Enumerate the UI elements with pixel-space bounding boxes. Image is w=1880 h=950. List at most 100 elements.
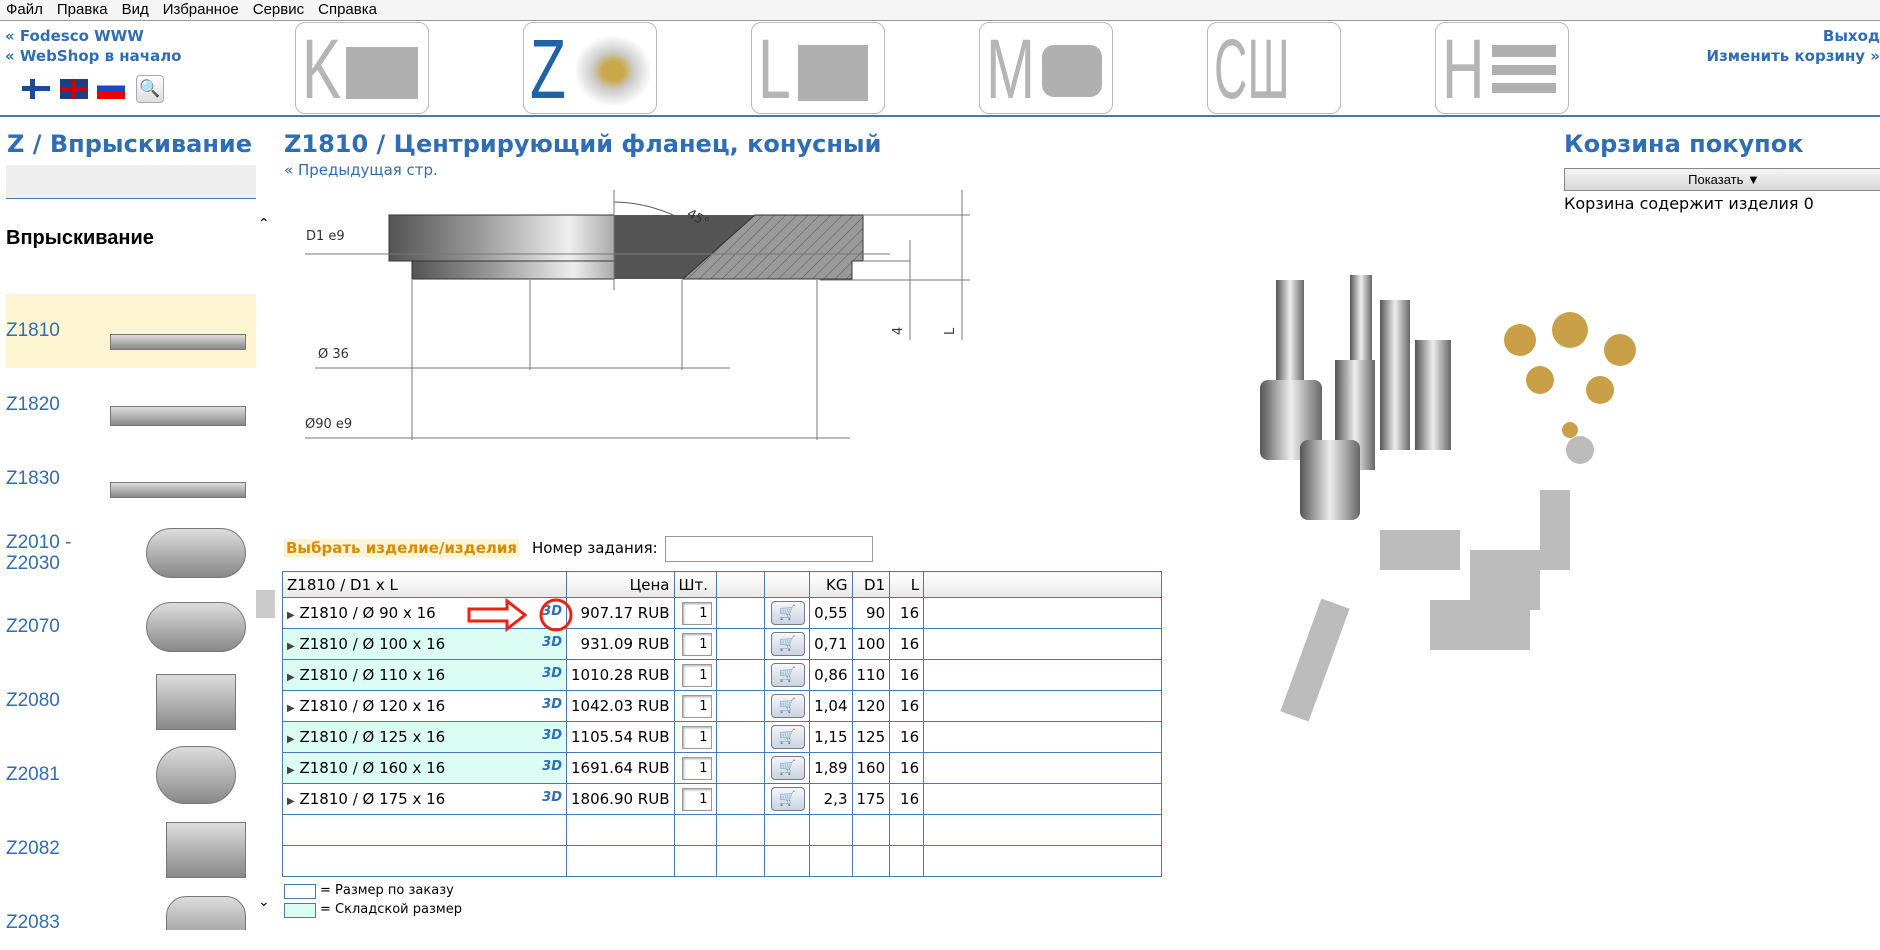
- sidebar-item-z2070[interactable]: Z2070: [6, 590, 256, 664]
- 3d-model-link[interactable]: 3D: [542, 790, 562, 805]
- row-d1: 110: [851, 659, 891, 691]
- add-to-cart-icon[interactable]: 🛒: [770, 601, 805, 625]
- rest-cell: [923, 690, 1162, 722]
- expand-triangle-icon[interactable]: ▶: [287, 734, 295, 745]
- expand-triangle-icon[interactable]: ▶: [287, 703, 295, 714]
- 3d-model-link[interactable]: 3D: [542, 728, 562, 743]
- menu-favorites[interactable]: Избранное: [162, 1, 239, 18]
- expand-triangle-icon[interactable]: ▶: [287, 610, 295, 621]
- category-m-tile[interactable]: M: [979, 22, 1113, 114]
- rest-cell: [923, 597, 1162, 629]
- fodesco-www-link[interactable]: « Fodesco WWW: [5, 27, 144, 45]
- row-name: Z1810 / Ø 160 x 16: [299, 759, 446, 777]
- add-to-cart-icon[interactable]: 🛒: [770, 756, 805, 780]
- category-letter: L: [758, 22, 791, 114]
- sidebar-title: Z / Впрыскивание: [7, 130, 253, 158]
- row-name: Z1810 / Ø 175 x 16: [299, 790, 446, 808]
- previous-page-link[interactable]: « Предыдущая стр.: [284, 161, 438, 179]
- row-name: Z1810 / Ø 120 x 16: [299, 697, 446, 715]
- search-icon[interactable]: 🔍: [136, 75, 164, 103]
- quantity-input[interactable]: 1: [681, 725, 712, 749]
- expand-triangle-icon[interactable]: ▶: [287, 641, 295, 652]
- sidebar-item-z2081[interactable]: Z2081: [6, 738, 256, 812]
- quantity-input[interactable]: 1: [681, 601, 712, 625]
- category-ssh-tile[interactable]: СШ: [1207, 22, 1341, 114]
- menu-help[interactable]: Справка: [318, 1, 377, 18]
- cart-title: Корзина покупок: [1564, 130, 1804, 158]
- add-to-cart-icon[interactable]: 🛒: [770, 787, 805, 811]
- change-cart-link[interactable]: Изменить корзину »: [1706, 47, 1880, 65]
- category-letter: M: [986, 22, 1035, 114]
- category-l-tile[interactable]: L: [751, 22, 885, 114]
- 3d-model-link[interactable]: 3D: [542, 604, 562, 619]
- scroll-down-icon[interactable]: ⌄: [258, 894, 270, 910]
- uk-flag-icon[interactable]: [60, 79, 88, 99]
- cart-cell: 🛒: [763, 721, 810, 753]
- logout-link[interactable]: Выход: [1822, 27, 1880, 45]
- expand-triangle-icon[interactable]: ▶: [287, 765, 295, 776]
- add-to-cart-icon[interactable]: 🛒: [770, 725, 805, 749]
- add-to-cart-icon[interactable]: 🛒: [770, 663, 805, 687]
- row-price: 931.09 RUB: [566, 628, 675, 660]
- menu-file[interactable]: Файл: [6, 1, 43, 18]
- sidebar-item-z2082[interactable]: Z2082: [6, 812, 256, 886]
- menu-view[interactable]: Вид: [121, 1, 149, 18]
- scroll-up-icon[interactable]: ⌃: [258, 216, 270, 232]
- expand-triangle-icon[interactable]: ▶: [287, 796, 295, 807]
- menu-edit[interactable]: Правка: [56, 1, 108, 18]
- show-cart-button[interactable]: Показать ▼: [1564, 168, 1880, 191]
- category-h-tile[interactable]: H: [1435, 22, 1569, 114]
- rest-cell: [923, 659, 1162, 691]
- sidebar-item-z2080[interactable]: Z2080: [6, 664, 256, 738]
- finnish-flag-icon[interactable]: [22, 79, 50, 99]
- webshop-home-link[interactable]: « WebShop в начало: [5, 47, 182, 65]
- qty-cell: 1: [673, 628, 717, 660]
- item-code: Z1820: [6, 394, 60, 415]
- menu-tools[interactable]: Сервис: [252, 1, 305, 18]
- row-name-cell[interactable]: ▶ Z1810 / Ø 120 x 16 3D: [282, 690, 567, 722]
- sidebar-item-z1820[interactable]: Z1820: [6, 368, 256, 442]
- 3d-model-link[interactable]: 3D: [542, 635, 562, 650]
- add-to-cart-icon[interactable]: 🛒: [770, 694, 805, 718]
- quantity-input[interactable]: 1: [681, 756, 712, 780]
- 3d-model-link[interactable]: 3D: [542, 697, 562, 712]
- product-title: Z1810 / Центрирующий фланец, конусный: [284, 130, 882, 158]
- category-letter: H: [1442, 22, 1485, 114]
- item-code: Z2010 - Z2030: [6, 532, 72, 574]
- 3d-model-link[interactable]: 3D: [542, 759, 562, 774]
- row-price: 1010.28 RUB: [566, 659, 675, 691]
- category-z-tile[interactable]: Z: [523, 22, 657, 114]
- sidebar-item-z2083[interactable]: Z2083: [6, 886, 256, 930]
- row-kg: 1,04: [808, 690, 853, 722]
- category-k-tile[interactable]: K: [295, 22, 429, 114]
- quantity-input[interactable]: 1: [681, 787, 712, 811]
- expand-triangle-icon[interactable]: ▶: [287, 672, 295, 683]
- item-code: Z1810: [6, 320, 60, 341]
- row-name-cell[interactable]: ▶ Z1810 / Ø 160 x 16 3D: [282, 752, 567, 784]
- scrollbar-thumb[interactable]: [256, 590, 275, 618]
- quantity-input[interactable]: 1: [681, 694, 712, 718]
- add-to-cart-icon[interactable]: 🛒: [770, 632, 805, 656]
- row-name-cell[interactable]: ▶ Z1810 / Ø 175 x 16 3D: [282, 783, 567, 815]
- cart-cell: 🛒: [763, 597, 810, 629]
- table-header: Z1810 / D1 x L Цена Шт. KG D1 L: [282, 571, 1162, 598]
- quantity-input[interactable]: 1: [681, 663, 712, 687]
- sidebar-item-z1810[interactable]: Z1810: [6, 294, 256, 368]
- order-number-input[interactable]: [665, 536, 873, 562]
- quantity-input[interactable]: 1: [681, 632, 712, 656]
- sidebar-item-z1830[interactable]: Z1830: [6, 442, 256, 516]
- russian-flag-icon[interactable]: [97, 79, 125, 99]
- sidebar-scrollbar[interactable]: ⌃ ⌄: [256, 216, 275, 916]
- sidebar-item-z2010[interactable]: Z2010 - Z2030: [6, 516, 256, 590]
- 3d-model-link[interactable]: 3D: [542, 666, 562, 681]
